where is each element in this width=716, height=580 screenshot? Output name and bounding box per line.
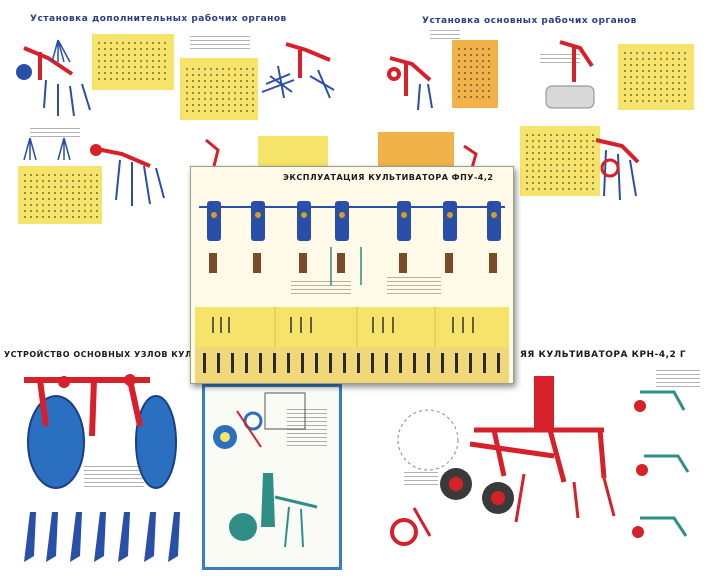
diagram-pattern (456, 46, 494, 102)
diagram-pattern (524, 132, 596, 190)
poster-bottom-left: УСТРОЙСТВО ОСНОВНЫХ УЗЛОВ КУЛЬТИВА (0, 346, 200, 580)
poster-title: ЭКСПЛУАТАЦИЯ КУЛЬТИВАТОРА ФПУ-4,2 (283, 173, 494, 182)
poster-title: Установка дополнительных рабочих органов (30, 14, 287, 24)
disc-hiller-illustration (24, 374, 180, 562)
caption-text (287, 409, 327, 449)
caption-text (404, 472, 438, 488)
diagram-pattern (622, 50, 690, 104)
machine-illustration (387, 40, 640, 201)
poster-title: Установка основных рабочих органов (422, 16, 637, 26)
caption-text (540, 54, 580, 66)
caption-text (430, 30, 460, 40)
poster-title: ЯЯ КУЛЬТИВАТОРА КРН-4,2 Г (520, 350, 687, 360)
diagram-pattern (96, 40, 170, 84)
poster-bottom-center (202, 384, 342, 570)
diagram-pattern (22, 172, 98, 218)
cultivator-section-diagram (195, 201, 509, 383)
feeder-illustration (213, 392, 318, 548)
diagram-panel (378, 132, 454, 170)
poster-bottom-right: ЯЯ КУЛЬТИВАТОРА КРН-4,2 Г (374, 346, 716, 580)
poster-title: УСТРОЙСТВО ОСНОВНЫХ УЗЛОВ КУЛЬТИВА (4, 350, 200, 359)
caption-text (291, 281, 351, 297)
poster-center: ЭКСПЛУАТАЦИЯ КУЛЬТИВАТОРА ФПУ-4,2 (190, 166, 514, 384)
caption-text (190, 36, 250, 52)
machine-illustration (16, 39, 335, 206)
poster-top-right: Установка основных рабочих органов (360, 0, 716, 232)
caption-text (84, 466, 144, 490)
caption-text (30, 128, 80, 138)
caption-text (387, 277, 441, 295)
cultivator-illustration (390, 376, 690, 546)
caption-text (656, 370, 700, 388)
diagram-pattern (184, 66, 254, 114)
